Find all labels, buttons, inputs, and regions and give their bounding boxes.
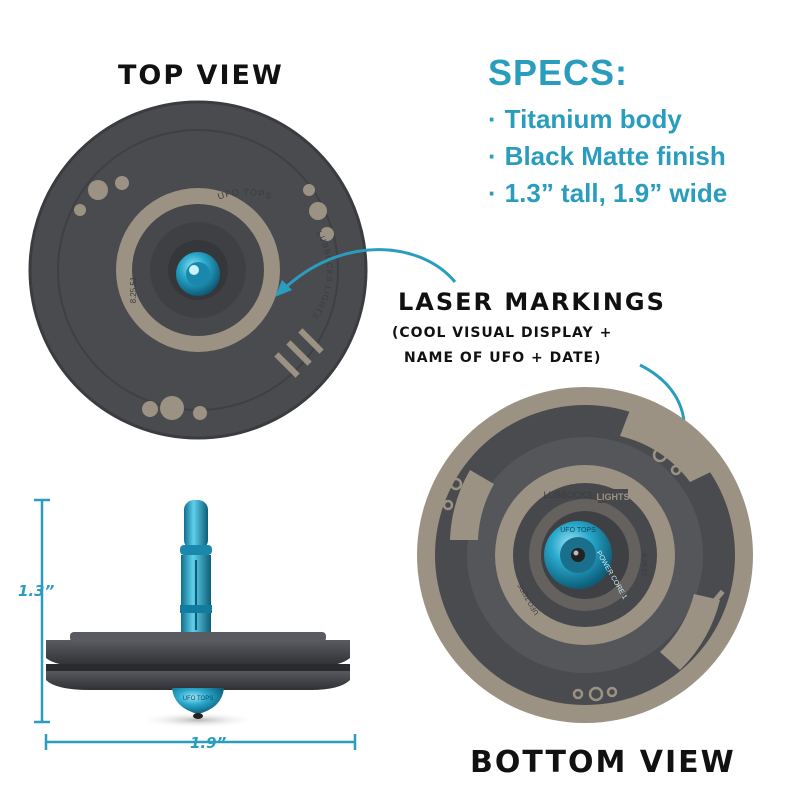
laser-markings-title: LASER MARKINGS <box>398 288 666 316</box>
side-ufo-tops-engraving: UFO TOPS <box>183 696 213 702</box>
spec-item-text: Black Matte finish <box>504 141 726 171</box>
bottom-lubbocks-engraving: LUBBOCKS <box>543 490 592 500</box>
spec-item-text: 1.3” tall, 1.9” wide <box>504 178 728 208</box>
bottom-date-engraving: 8.25.51 <box>640 553 647 576</box>
laser-markings-subtitle-2: NAME OF UFO + DATE) <box>404 350 602 366</box>
side-view-top: UFO TOPS <box>46 500 350 728</box>
laser-markings-subtitle-1: (COOL VISUAL DISPLAY + <box>392 325 613 341</box>
top-view-disc: UFO TOPS LUBBOCKS LIGHTS 8.25.51 <box>28 100 368 440</box>
arrowhead-icon <box>275 280 292 297</box>
arrow-to-top-markings <box>281 248 457 292</box>
spec-item: ·Black Matte finish <box>488 141 726 171</box>
bottom-lights-engraving: LIGHTS <box>597 492 630 502</box>
bottom-view-title: BOTTOM VIEW <box>470 745 736 780</box>
spec-item: ·Titanium body <box>488 104 682 134</box>
spec-item-text: Titanium body <box>504 104 682 134</box>
width-dimension-label: 1.9” <box>190 734 227 752</box>
height-dimension-line <box>34 498 50 724</box>
bottom-ufo-tops-engraving: UFO TOPS <box>560 527 596 534</box>
width-dimension-line <box>44 734 357 750</box>
top-date-engraving: 8.25.51 <box>129 276 138 303</box>
bottom-view-disc: LIGHTS LUBBOCKS UFO TOPS POWER CORE 1 UF… <box>417 387 753 723</box>
specs-title: SPECS: <box>488 52 629 93</box>
top-view-title: TOP VIEW <box>118 60 284 91</box>
spec-item: ·1.3” tall, 1.9” wide <box>488 178 728 208</box>
height-dimension-label: 1.3” <box>18 582 55 600</box>
specs-list: ·Titanium body ·Black Matte finish ·1.3”… <box>488 101 727 212</box>
